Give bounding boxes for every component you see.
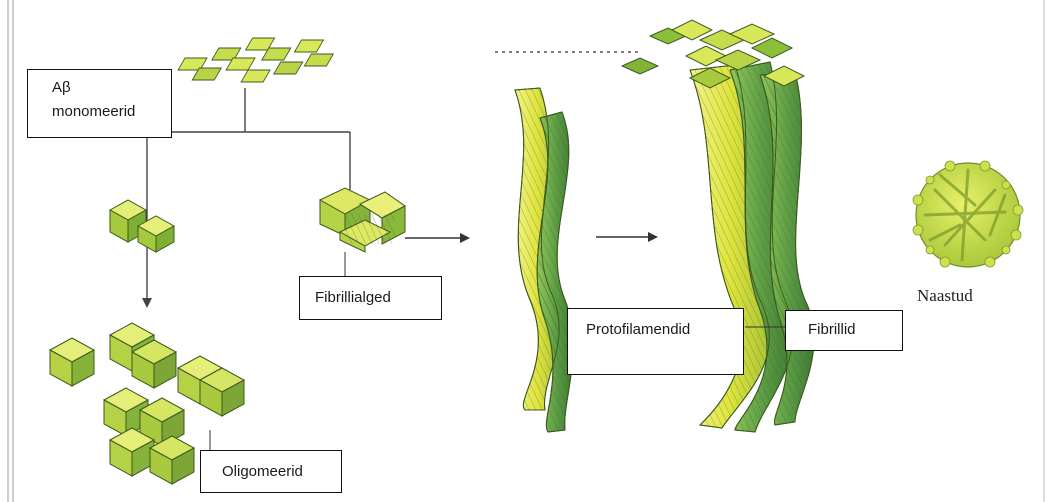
- label-fibrils-text: Fibrillid: [808, 321, 856, 338]
- label-oligomers-text: Oligomeerid: [222, 463, 303, 480]
- monomer-tiles: [171, 38, 342, 82]
- connector-tree: [147, 88, 350, 300]
- protofilament-strands: [515, 88, 573, 432]
- label-fibril-clumps-text: Fibrillialged: [315, 289, 391, 306]
- label-monomers-line1: Aβ: [52, 78, 171, 98]
- plaque-aggregate: [913, 161, 1023, 267]
- label-oligomers: Oligomeerid: [200, 450, 342, 493]
- arrow-head-protofilament: [648, 232, 658, 242]
- fibril-top-tiles: [622, 20, 804, 88]
- label-fibril-clumps: Fibrillialged: [299, 276, 442, 320]
- label-plaques: Naastud: [917, 286, 973, 306]
- label-protofilaments: Protofilamendid: [567, 308, 744, 375]
- label-monomers-line2: monomeerid: [52, 102, 171, 122]
- label-monomers: Aβ monomeerid: [27, 69, 172, 138]
- arrow-head-clump: [460, 233, 470, 243]
- fibril-clump-cluster: [320, 188, 405, 252]
- dimer-cubes: [110, 200, 174, 252]
- arrow-head-to-oligomers: [142, 298, 152, 308]
- fibril-bundle: [690, 62, 814, 432]
- label-protofilaments-text: Protofilamendid: [586, 321, 690, 338]
- label-fibrils: Fibrillid: [785, 310, 903, 351]
